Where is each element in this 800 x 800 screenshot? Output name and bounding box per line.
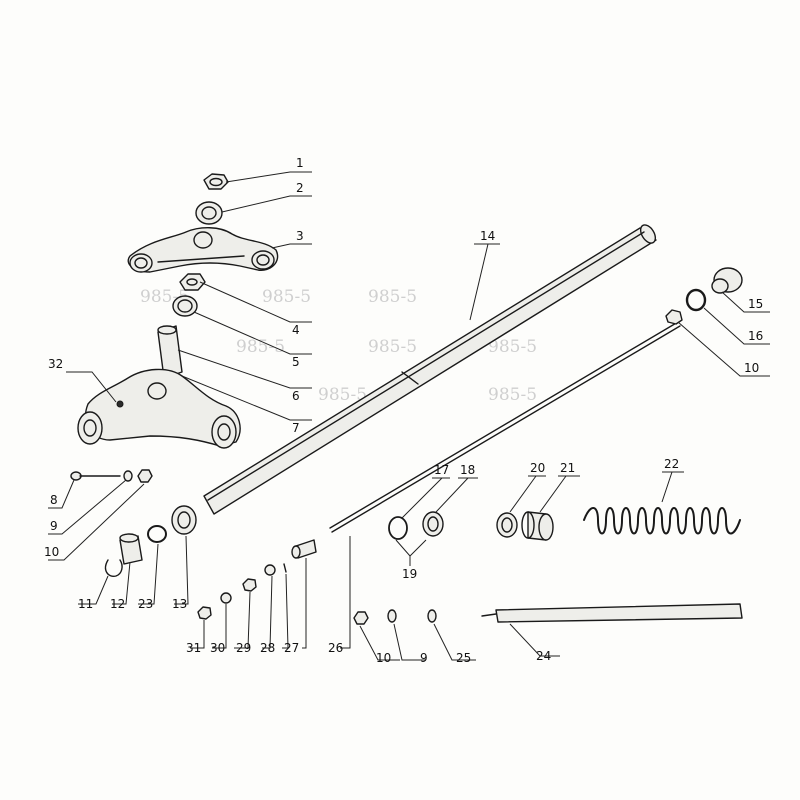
watermarks: 985-5 985-5 985-5 985-5 985-5 985-5 985-… — [140, 287, 537, 405]
callout-13: 13 — [172, 597, 187, 611]
part-fork-cap — [711, 267, 743, 294]
callout-29: 29 — [236, 641, 251, 655]
callout-14: 14 — [480, 229, 495, 243]
part-seal-ring — [147, 525, 167, 543]
callout-10-right: 10 — [744, 361, 759, 375]
part-fork-tube — [203, 224, 657, 515]
callout-21: 21 — [560, 461, 575, 475]
leader-lines — [48, 171, 770, 661]
part-valve-body — [291, 539, 317, 559]
part-o-ring — [685, 288, 707, 312]
watermark: 985-5 — [488, 337, 537, 357]
callout-31: 31 — [186, 641, 201, 655]
part-hex-nut-top — [203, 173, 229, 190]
callout-7: 7 — [292, 421, 300, 435]
part-bearing-race — [172, 295, 198, 317]
callout-15: 15 — [748, 297, 763, 311]
part-circlip — [104, 559, 123, 577]
callout-22: 22 — [664, 457, 679, 471]
callout-1: 1 — [296, 156, 304, 170]
part-nut-left — [137, 469, 153, 483]
callout-32: 32 — [48, 357, 63, 371]
watermark: 985-5 — [318, 385, 367, 405]
callout-12: 12 — [110, 597, 125, 611]
watermark: 985-5 — [262, 287, 311, 307]
callout-10-bottom: 10 — [376, 651, 391, 665]
part-damper-rod — [329, 321, 681, 533]
watermark: 985-5 — [236, 337, 285, 357]
watermark: 985-5 — [368, 337, 417, 357]
watermark: 985-5 — [488, 385, 537, 405]
part-small-nut-right — [665, 309, 683, 325]
callout-17: 17 — [434, 463, 449, 477]
part-drain-washer — [427, 609, 437, 623]
part-small-nut-31a — [220, 592, 232, 604]
part-tapered-bearing — [171, 505, 197, 535]
part-washer — [195, 201, 223, 225]
part-pin — [283, 563, 287, 573]
callout-28: 28 — [260, 641, 275, 655]
part-washer-bottom — [387, 609, 397, 623]
part-pinch-bolt — [70, 471, 121, 481]
callout-9: 9 — [50, 519, 58, 533]
part-oil-seal — [422, 511, 444, 537]
callout-3: 3 — [296, 229, 304, 243]
callout-5: 5 — [292, 355, 300, 369]
callout-2: 2 — [296, 181, 304, 195]
callout-30: 30 — [210, 641, 225, 655]
callout-11: 11 — [78, 597, 93, 611]
callout-6: 6 — [292, 389, 300, 403]
part-coil-spring — [583, 507, 741, 535]
callout-4: 4 — [292, 323, 300, 337]
callout-27: 27 — [284, 641, 299, 655]
watermark: 985-5 — [368, 287, 417, 307]
callout-24: 24 — [536, 649, 551, 663]
part-small-nut-30 — [242, 578, 257, 592]
part-lower-triple-clamp — [77, 325, 241, 449]
part-slider-tube — [481, 603, 743, 623]
callout-20: 20 — [530, 461, 545, 475]
part-piston — [521, 511, 554, 541]
part-retaining-ring — [388, 516, 408, 540]
part-upper-triple-clamp — [127, 227, 279, 273]
part-washer-left — [123, 470, 133, 482]
callout-16: 16 — [748, 329, 763, 343]
callout-19: 19 — [402, 567, 417, 581]
callout-18: 18 — [460, 463, 475, 477]
part-small-nut-29 — [264, 564, 276, 576]
callout-10: 10 — [44, 545, 59, 559]
part-nut-bottom — [353, 611, 369, 625]
callout-26: 26 — [328, 641, 343, 655]
callout-8: 8 — [50, 493, 58, 507]
part-bushing — [119, 533, 143, 565]
part-small-nut-31b — [197, 606, 212, 620]
part-spacer-ring — [496, 512, 518, 538]
callout-labels: 1 2 3 4 5 6 7 8 9 10 11 12 13 14 15 16 1… — [44, 156, 763, 665]
part-steering-nut — [179, 273, 206, 291]
callout-25: 25 — [456, 651, 471, 665]
callout-9-bottom: 9 — [420, 651, 428, 665]
callout-23: 23 — [138, 597, 153, 611]
